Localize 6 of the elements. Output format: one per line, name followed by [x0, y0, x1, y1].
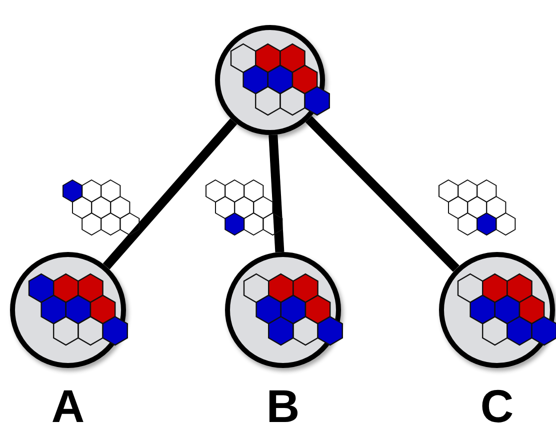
- node-label: A: [50, 383, 86, 429]
- connector-line: [268, 134, 284, 252]
- connector-line: [305, 116, 460, 272]
- node-label: B: [265, 383, 301, 429]
- connector-line: [102, 118, 238, 270]
- node-label: C: [479, 383, 515, 429]
